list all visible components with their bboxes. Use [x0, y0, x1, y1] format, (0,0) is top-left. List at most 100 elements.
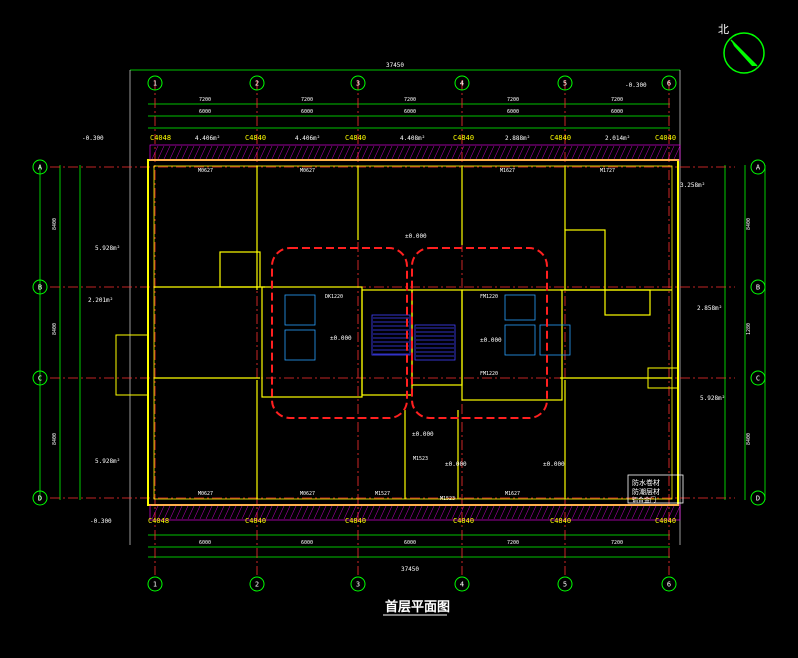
window-tag: C4840 [345, 134, 366, 142]
axis-bubble-label: D [756, 495, 760, 503]
axis-bubble [557, 576, 573, 592]
dimension-text: 8400 [52, 433, 58, 445]
floor-level: ±0.000 [405, 233, 427, 240]
window-tag: C4048 [148, 517, 169, 525]
level-markers: -0.300 -0.300 -0.300 ±0.000 ±0.000 ±0.00… [82, 82, 647, 525]
area-label: 5.928m² [95, 245, 120, 252]
north-arrow-icon: 北 [718, 23, 765, 74]
window-tag: C4840 [550, 134, 571, 142]
stairs [284, 294, 571, 361]
axis-bubble-label: C [756, 375, 760, 383]
window-tag: C4840 [245, 517, 266, 525]
area-label: 2.888m² [505, 135, 530, 142]
dimension-text: 8400 [52, 218, 58, 230]
axis-bubble-label: 1 [153, 80, 157, 88]
door-tag: DK1220 [325, 294, 343, 300]
door-tag: M0627 [300, 491, 315, 497]
door-tag: FM1220 [480, 371, 498, 377]
axis-bubble [454, 75, 470, 91]
axis-bubble-label: 2 [255, 80, 259, 88]
axis-bubble [32, 159, 48, 175]
dimension-text: 7200 [611, 540, 623, 546]
axis-bubble [32, 370, 48, 386]
window-tag: C4048 [150, 134, 171, 142]
dimension-text: 6000 [301, 109, 313, 115]
drawing-title: 首层平面图 [385, 599, 450, 615]
dimension-text: 6000 [404, 540, 416, 546]
note-line: 防潮层材 [632, 487, 660, 496]
area-label: 3.258m² [680, 182, 705, 189]
floor-level: ±0.000 [445, 461, 467, 468]
axis-bubble-label: 4 [460, 581, 464, 589]
dimension-text: 6000 [507, 109, 519, 115]
axis-bubble [249, 576, 265, 592]
note-line: 防水卷材 [632, 478, 660, 487]
dimension-lines [39, 69, 766, 558]
north-label: 北 [718, 23, 729, 36]
door-tag: M1627 [505, 491, 520, 497]
dimension-text: 6000 [404, 109, 416, 115]
window-tag: C4840 [453, 517, 474, 525]
axis-bubble-label: 6 [667, 581, 671, 589]
dimension-text: 8400 [52, 323, 58, 335]
area-label: 5.928m² [700, 395, 725, 402]
axis-bubble-label: 1 [153, 581, 157, 589]
dimension-text: 7200 [611, 97, 623, 103]
window-tag: C4040 [655, 134, 676, 142]
axis-bubble [750, 159, 766, 175]
axis-bubble [32, 279, 48, 295]
axis-bubble [350, 576, 366, 592]
area-label: 4.408m² [400, 135, 425, 142]
overall-dimension-top: 37450 [386, 62, 404, 69]
area-label: 4.406m² [195, 135, 220, 142]
axis-bubble [454, 576, 470, 592]
axis-bubble [147, 576, 163, 592]
note-line: 铝合金门 [632, 496, 656, 504]
door-tag: M1727 [600, 168, 615, 174]
exterior-walls [115, 144, 681, 521]
window-tag: C4040 [655, 517, 676, 525]
axis-bubble [557, 75, 573, 91]
axis-bubble-label: B [756, 284, 760, 292]
door-tag: M0627 [300, 168, 315, 174]
floor-level: ±0.000 [330, 335, 352, 342]
area-label: 2.014m² [605, 135, 630, 142]
axis-bubble-label: 6 [667, 80, 671, 88]
door-tag: M0627 [198, 491, 213, 497]
dimension-text: 6000 [611, 109, 623, 115]
axis-bubble-label: A [756, 164, 761, 172]
level-marker-top: -0.300 [625, 82, 647, 89]
fire-compartment-boundary [271, 247, 548, 419]
axis-bubble [661, 75, 677, 91]
axis-bubble-label: 3 [356, 80, 360, 88]
axis-bubble-label: A [38, 164, 43, 172]
axis-bubble-label: C [38, 375, 42, 383]
top-bay-dimensions: 7200 7200 7200 7200 7200 6000 6000 6000 … [199, 97, 623, 546]
axis-bubble [661, 576, 677, 592]
dimension-text: 1280 [746, 323, 752, 335]
window-tags-bottom: C4048 C4840 C4840 C4840 C4840 C4040 [148, 517, 676, 525]
door-tags: M0627 M0627 M1627 M1727 M0627 M0627 M152… [198, 168, 615, 502]
window-tag: C4840 [345, 517, 366, 525]
dimension-text: 6000 [199, 540, 211, 546]
door-tag: M1627 [500, 168, 515, 174]
dimension-text: 6000 [199, 109, 211, 115]
axis-bubble [147, 75, 163, 91]
area-label: 4.406m² [295, 135, 320, 142]
area-label: 5.928m² [95, 458, 120, 465]
axis-bubble-label: D [38, 495, 42, 503]
floor-level: ±0.000 [480, 337, 502, 344]
door-tag: M0627 [198, 168, 213, 174]
axis-bubble [750, 279, 766, 295]
window-tags-top: C4048 C4840 C4840 C4840 C4840 C4040 [150, 134, 676, 142]
axis-bubble-label: 2 [255, 581, 259, 589]
door-tag: M1523 [440, 496, 455, 502]
area-label: 2.858m² [697, 305, 722, 312]
axis-bubble [350, 75, 366, 91]
window-tag: C4840 [453, 134, 474, 142]
axis-bubble-label: 4 [460, 80, 464, 88]
axis-bubble-label: 5 [563, 80, 567, 88]
axis-bubble-label: B [38, 284, 42, 292]
